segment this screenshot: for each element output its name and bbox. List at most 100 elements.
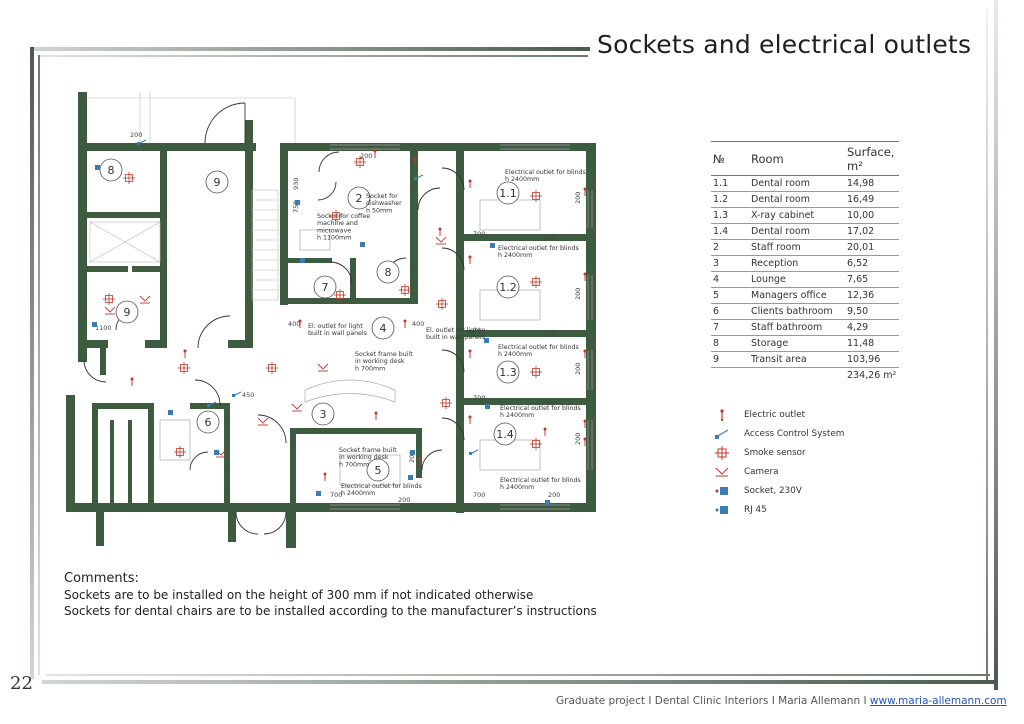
room-marker-circle xyxy=(496,275,520,299)
frame-bottom-line xyxy=(42,680,998,684)
room-table-header: № Room Surface, m² xyxy=(711,141,899,176)
room-name: Transit area xyxy=(749,351,845,368)
electric-outlet-icon xyxy=(468,415,472,424)
smoke-sensor-icon xyxy=(266,362,278,374)
smoke-sensor-icon xyxy=(123,172,135,184)
room-number: 1.3 xyxy=(711,207,749,224)
frame-top-line xyxy=(30,47,590,51)
windows xyxy=(330,144,593,510)
access-control-icon xyxy=(137,139,147,145)
room-table-total-row: 234,26 m² xyxy=(711,367,899,384)
smoke-sensor-icon xyxy=(530,190,542,202)
header-number: № xyxy=(711,141,749,176)
room-marker-circle xyxy=(496,181,520,205)
room-name: Dental room xyxy=(749,175,845,192)
socket-230v-icon xyxy=(410,450,415,455)
dimension-label: 200 xyxy=(130,131,142,139)
frame-top-line-inner xyxy=(38,55,588,57)
camera-icon xyxy=(317,363,329,372)
electric-outlet-icon xyxy=(583,272,587,281)
electric-outlet-icon xyxy=(413,157,417,166)
room-name: Staff room xyxy=(749,239,845,256)
socket-230v-icon xyxy=(92,322,97,327)
dimension-label: 1100 xyxy=(95,324,112,332)
frame-bottom-line-inner xyxy=(46,674,990,676)
room-marker: 1.1 xyxy=(496,181,520,205)
socket-230v-icon xyxy=(295,200,300,205)
dimension-label: 200 xyxy=(545,331,557,339)
room-name: Storage xyxy=(749,335,845,352)
comments-section: Comments: Sockets are to be installed on… xyxy=(64,571,597,619)
room-marker: 8 xyxy=(99,158,123,182)
camera-icon xyxy=(104,306,116,315)
camera-icon xyxy=(257,417,269,426)
room-marker-circle xyxy=(205,170,229,194)
dimension-label: 400 xyxy=(288,320,300,328)
room-marker: 5 xyxy=(366,458,390,482)
legend-label: Access Control System xyxy=(744,429,845,439)
footer-website-link[interactable]: www.maria-allemann.com xyxy=(869,695,1007,707)
footer: Graduate project I Dental Clinic Interio… xyxy=(556,695,1007,707)
comments-heading: Comments: xyxy=(64,571,139,586)
rj45-icon xyxy=(715,506,728,514)
smoke-sensor-icon xyxy=(436,298,448,310)
access-control-icon xyxy=(232,391,242,397)
doors xyxy=(83,102,465,535)
dimension-label: 200 xyxy=(548,491,560,499)
dimension-label: 200 xyxy=(545,399,557,407)
room-number: 2 xyxy=(711,239,749,256)
room-marker-circle xyxy=(496,360,520,384)
electric-outlet-icon xyxy=(373,149,377,158)
socket-230v-icon xyxy=(484,338,489,343)
room-number-label: 9 xyxy=(124,306,131,319)
electric-outlet-icon xyxy=(403,319,407,328)
room-marker: 9 xyxy=(115,300,139,324)
smoke-sensor-icon xyxy=(440,397,452,409)
dimension-label: 450 xyxy=(242,391,254,399)
dimension-label: 200 xyxy=(574,433,582,445)
smoke-sensor-icon xyxy=(530,438,542,450)
room-marker: 6 xyxy=(196,410,220,434)
dimension-label: 200 xyxy=(545,234,557,242)
room-surface: 17,02 xyxy=(845,223,899,240)
room-name: Reception xyxy=(749,255,845,272)
room-marker: 1.4 xyxy=(493,422,517,446)
room-marker: 7 xyxy=(313,275,337,299)
socket-230v-icon xyxy=(490,243,495,248)
socket-230v-icon xyxy=(715,487,728,495)
room-marker-circle xyxy=(347,186,371,210)
electric-outlet-icon xyxy=(468,179,472,188)
electric-outlet-icon xyxy=(468,349,472,358)
dimension-label: 200 xyxy=(574,288,582,300)
room-marker: 3 xyxy=(311,402,335,426)
room-number-label: 5 xyxy=(375,464,382,477)
frame-right-line xyxy=(994,0,998,690)
room-marker: 2 xyxy=(347,186,371,210)
total-spacer xyxy=(749,368,845,384)
room-surface: 14,98 xyxy=(845,175,899,192)
dimension-label: 400 xyxy=(412,320,424,328)
room-number-label: 3 xyxy=(320,408,327,421)
electric-outlet-icon xyxy=(130,377,134,386)
socket-230v-icon xyxy=(168,410,173,415)
socket-230v-icon xyxy=(316,491,321,496)
electric-outlet-icon xyxy=(183,349,187,358)
furniture xyxy=(159,199,541,486)
room-number-label: 8 xyxy=(108,164,115,177)
room-name: Clients bathroom xyxy=(749,303,845,320)
electric-outlet-icon xyxy=(418,457,422,466)
dimension-label: 930 xyxy=(292,178,300,190)
room-surface: 6,52 xyxy=(845,255,899,272)
room-number-label: 9 xyxy=(214,176,221,189)
room-number-label: 2 xyxy=(356,192,363,205)
room-surface: 4,29 xyxy=(845,319,899,336)
electric-outlet-icon xyxy=(438,227,442,236)
